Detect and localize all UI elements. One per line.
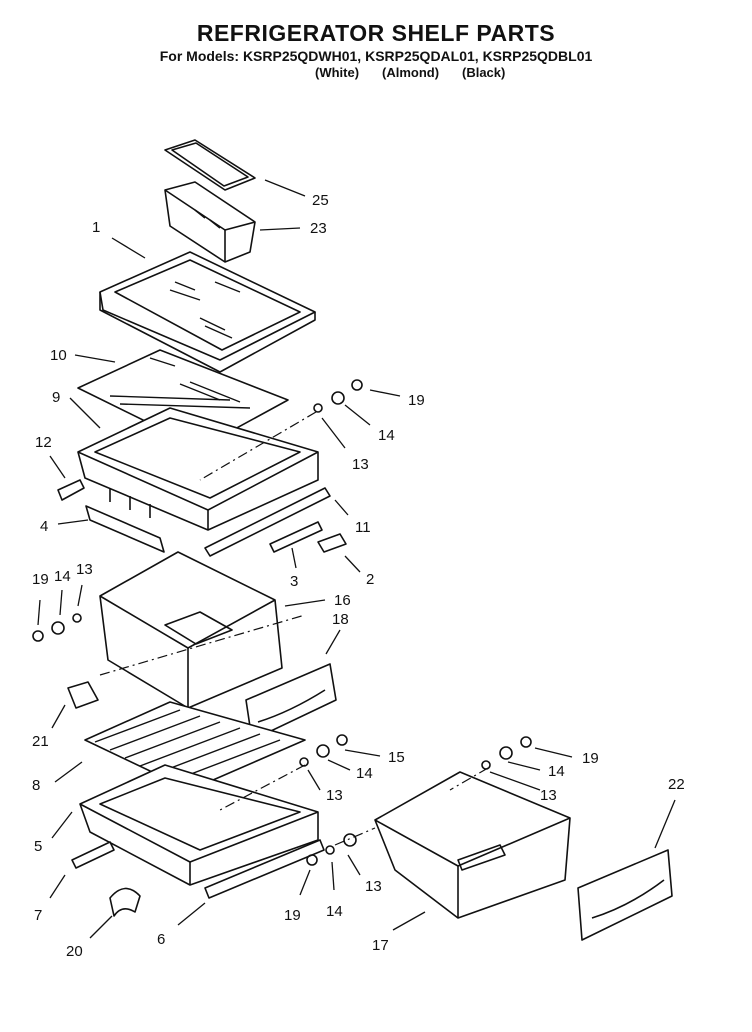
part-8-grid-drawing — [84, 701, 306, 791]
variant-white: (White) — [315, 65, 360, 80]
callout-4: 4 — [40, 518, 48, 535]
callout-13-right: 13 — [540, 787, 557, 804]
page-title: REFRIGERATOR SHELF PARTS — [196, 20, 556, 46]
callout-7: 7 — [34, 907, 42, 924]
part-16-crisper-drawing — [99, 551, 283, 709]
callout-25: 25 — [312, 192, 329, 209]
callout-10: 10 — [50, 347, 67, 364]
callout-17: 17 — [372, 937, 389, 954]
part-22-front-drawing — [577, 849, 673, 941]
callout-21: 21 — [32, 733, 49, 750]
callout-5: 5 — [34, 838, 42, 855]
callout-labels: 25 23 1 10 19 9 14 13 12 11 4 3 2 19 14 … — [32, 192, 685, 960]
part-25-cover-drawing — [164, 139, 256, 191]
callout-13-upper: 13 — [352, 456, 369, 473]
alignment-lines — [99, 411, 489, 846]
callout-14-left: 14 — [54, 568, 71, 585]
part-1-shelf-drawing — [99, 251, 316, 373]
callout-13-mid: 13 — [326, 787, 343, 804]
rails-drawing — [71, 839, 325, 917]
callout-19-left: 19 — [32, 571, 49, 588]
callout-1: 1 — [92, 219, 100, 236]
variant-black: (Black) — [462, 65, 506, 80]
callout-14-right: 14 — [548, 763, 565, 780]
variant-almond: (Almond) — [382, 65, 440, 80]
model-list: For Models: KSRP25QDWH01, KSRP25QDAL01, … — [159, 48, 593, 64]
callout-19-lower: 19 — [284, 907, 301, 924]
callout-14-mid: 14 — [356, 765, 373, 782]
part-21-drawing — [67, 681, 99, 709]
callout-3: 3 — [290, 573, 298, 590]
callout-19-upper: 19 — [408, 392, 425, 409]
part-9-frame-drawing — [77, 407, 319, 531]
callout-18: 18 — [332, 611, 349, 628]
callout-2: 2 — [366, 571, 374, 588]
part-23-bin-drawing — [164, 181, 256, 263]
part-17-drawer-drawing — [374, 771, 571, 919]
callout-23: 23 — [310, 220, 327, 237]
callout-22: 22 — [668, 776, 685, 793]
small-parts-drawing — [57, 479, 347, 557]
callout-16: 16 — [334, 592, 351, 609]
callout-9: 9 — [52, 389, 60, 406]
callout-8: 8 — [32, 777, 40, 794]
callout-15: 15 — [388, 749, 405, 766]
callout-6: 6 — [157, 931, 165, 948]
callout-14-upper: 14 — [378, 427, 395, 444]
callout-11: 11 — [355, 519, 371, 536]
callout-13-lower: 13 — [365, 878, 382, 895]
callout-12: 12 — [35, 434, 52, 451]
callout-13-left: 13 — [76, 561, 93, 578]
callout-19-right: 19 — [582, 750, 599, 767]
leader-lines — [37, 179, 676, 939]
hardware-drawing — [32, 379, 532, 866]
callout-20: 20 — [66, 943, 83, 960]
callout-14-lower: 14 — [326, 903, 343, 920]
